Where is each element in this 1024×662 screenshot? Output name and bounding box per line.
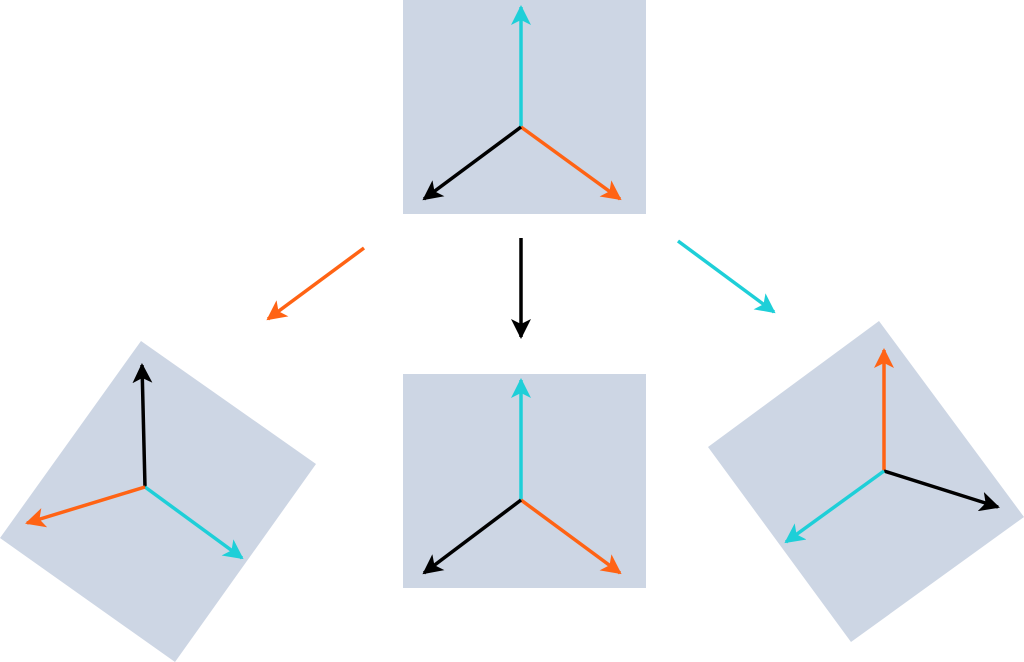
panel-top-background bbox=[403, 0, 646, 214]
panel-center-background bbox=[403, 374, 646, 588]
connectors bbox=[266, 238, 776, 339]
connector-cyan-arrow bbox=[676, 239, 776, 314]
panel-right-background bbox=[708, 321, 1024, 642]
left-axis-black-arrow bbox=[132, 363, 153, 488]
panel-top bbox=[403, 0, 646, 214]
left-axis-cyan-arrow bbox=[143, 485, 244, 560]
connector-orange-arrow bbox=[266, 246, 366, 321]
top-axis-black-arrow bbox=[422, 125, 523, 201]
left-axis-orange-arrow bbox=[25, 485, 146, 528]
right-axis-black-arrow bbox=[883, 469, 1000, 512]
panel-left bbox=[0, 341, 316, 662]
center-axis-orange-arrow bbox=[519, 498, 622, 575]
panel-right bbox=[708, 321, 1024, 642]
right-axis-cyan-arrow bbox=[784, 469, 886, 544]
panel-center bbox=[403, 374, 646, 588]
center-axis-black-arrow bbox=[422, 498, 523, 575]
panel-left-background bbox=[0, 341, 316, 662]
top-axis-orange-arrow bbox=[519, 125, 622, 201]
